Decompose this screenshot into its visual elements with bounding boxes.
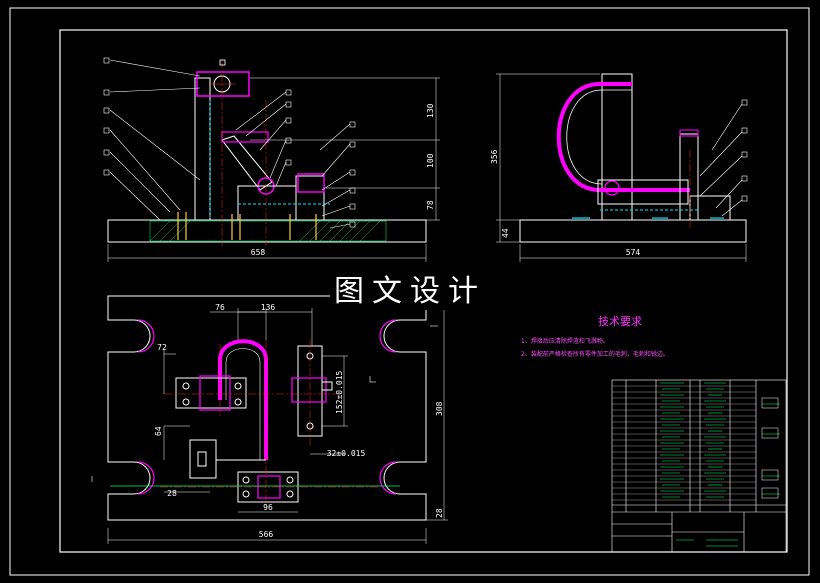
parts-list-markers xyxy=(761,397,779,499)
dim-plan-width: 566 xyxy=(259,530,274,539)
dim-plan-96: 96 xyxy=(263,503,273,512)
technical-requirements-title: 技术要求 xyxy=(598,315,642,328)
dim-front-height-top: 130 xyxy=(426,103,435,118)
side-hook-pipe xyxy=(556,82,690,192)
misc-marks xyxy=(91,59,438,482)
front-base-hatch xyxy=(149,220,387,242)
plan-left-clamp xyxy=(175,377,247,409)
side-view xyxy=(496,73,748,262)
technical-note-1: 1、焊接后应清除焊渣和飞溅物。 xyxy=(521,338,609,345)
dim-plan-28-right: 28 xyxy=(435,508,444,518)
parts-list-table xyxy=(611,379,787,553)
front-base-plate xyxy=(107,219,427,243)
plan-clip xyxy=(189,439,217,479)
side-base-plate xyxy=(519,219,747,243)
dim-plan-76: 76 xyxy=(215,303,225,312)
parts-list-entries xyxy=(660,382,780,547)
plan-hook-pipe xyxy=(218,339,268,460)
inner-border xyxy=(59,29,788,553)
dim-plan-64: 64 xyxy=(154,426,163,436)
dim-plan-tol-v: 152±0.015 xyxy=(335,370,344,414)
outer-border xyxy=(9,7,810,576)
dim-front-height-bottom: 78 xyxy=(426,200,435,210)
dim-plan-28-left: 28 xyxy=(167,489,177,498)
front-arm xyxy=(221,135,273,191)
dim-plan-136: 136 xyxy=(261,303,276,312)
front-block xyxy=(237,185,297,221)
watermark: 图文设计 xyxy=(330,274,490,310)
dim-side-width: 574 xyxy=(626,248,641,257)
front-top-clamp xyxy=(196,71,250,97)
dim-plan-72: 72 xyxy=(157,343,167,352)
parts-list-rows xyxy=(612,385,756,501)
dim-plan-tol-h: 32±0.015 xyxy=(327,449,366,458)
dim-side-height: 356 xyxy=(490,149,499,164)
dim-plan-height: 308 xyxy=(435,401,444,416)
dim-side-base: 44 xyxy=(501,228,510,238)
technical-note-2: 2、装配前严格检查所有零件加工的毛刺，毛刺和锐边。 xyxy=(521,351,669,358)
plan-view xyxy=(107,295,448,544)
front-column xyxy=(194,77,211,221)
dim-front-height-mid: 100 xyxy=(426,153,435,168)
front-view xyxy=(103,57,440,262)
dim-front-width: 658 xyxy=(251,248,266,257)
side-column xyxy=(601,73,633,221)
